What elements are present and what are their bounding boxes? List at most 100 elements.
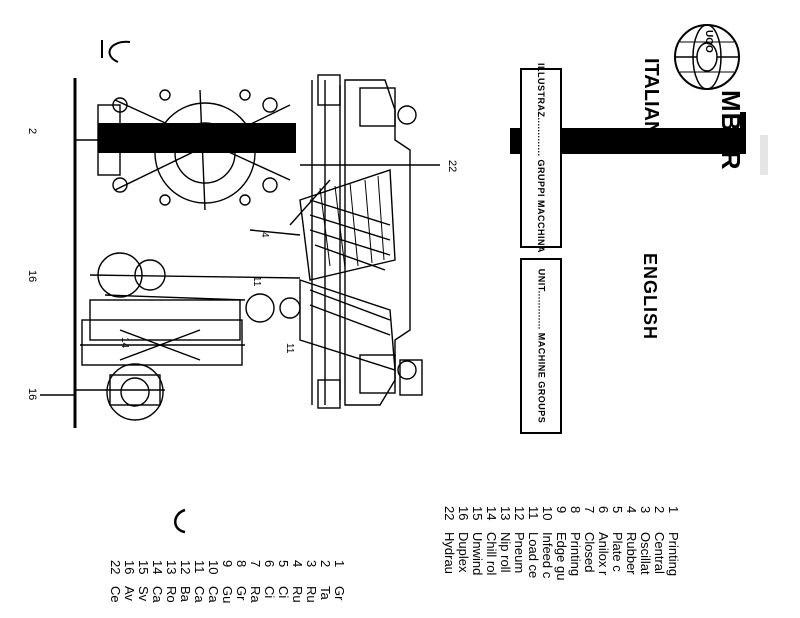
legend-english-label: Unwind	[470, 532, 485, 576]
legend-english-label: Printing	[568, 532, 583, 577]
legend-english-number: 14	[484, 506, 499, 521]
callout-16b: 16	[26, 388, 38, 401]
edge-smudge	[760, 135, 768, 175]
legend-english-item: 3Oscillat	[638, 506, 653, 580]
legend-italian-item: 5Ci	[276, 560, 291, 603]
legend-english-item: 1Printing	[666, 506, 681, 580]
legend-english-label: Oscillat	[638, 532, 653, 575]
legend-english-number: 5	[610, 506, 625, 514]
legend-italian-item: 2Ta	[318, 560, 333, 603]
legend-italian-label: Ci	[276, 586, 291, 599]
legend-english-label: Duplex	[456, 532, 471, 573]
legend-english-item: 5Plate c	[610, 506, 625, 580]
legend-italian-number: 11	[192, 560, 207, 574]
legend-italian-item: 8Gr	[234, 560, 249, 603]
legend-italian-label: Ru	[290, 586, 305, 603]
legend-english-label: Load ce	[526, 532, 541, 579]
legend-italian-label: Ci	[262, 586, 277, 599]
legend-italian-label: Ca	[192, 586, 207, 603]
legend-italian-item: 1Gr	[332, 560, 347, 603]
legend-english-number: 3	[638, 506, 653, 514]
legend-italian-item: 10Ca	[206, 560, 221, 603]
legend-italian-item: 9Gu	[220, 560, 235, 604]
legend-italian-item: 13Ro	[164, 560, 179, 603]
legend-english-number: 13	[498, 506, 513, 521]
callout-11: 11	[251, 276, 262, 287]
legend-italian-number: 1	[332, 560, 347, 568]
legend-italian-label: Ru	[304, 586, 319, 603]
legend-italian-item: 14Ca	[150, 560, 165, 603]
callout-14: 14	[119, 337, 130, 349]
legend-italian-number: 13	[164, 560, 179, 575]
legend-english-label: Hydrau	[442, 532, 457, 574]
legend-english-item: 15Unwind	[470, 506, 485, 580]
english-section-title: UNIT............. MACHINE GROUPS	[536, 268, 547, 424]
legend-italian-number: 6	[262, 560, 277, 568]
legend-italian-label: Ce	[108, 586, 123, 603]
legend-italian-item: 4Ru	[290, 560, 305, 603]
callout-2: 2	[26, 128, 38, 135]
italian-section-title: ILLUSTRAZ............. GRUPPI MACCHINA	[536, 63, 546, 253]
legend-italian-number: 4	[290, 560, 305, 568]
legend-english-label: Chill rol	[484, 532, 499, 576]
legend-italian-label: Ca	[206, 586, 221, 603]
legend-english-label: Pneum	[512, 532, 527, 574]
legend-english-label: Central	[652, 532, 667, 574]
logo-text: UOO	[703, 30, 714, 53]
legend-english-number: 8	[568, 506, 583, 514]
legend-italian-label: Ba	[178, 586, 193, 602]
legend-english-item: 12Pneum	[512, 506, 527, 580]
legend-english-item: 6Anilox r	[596, 506, 611, 580]
legend-italian-number: 7	[248, 560, 263, 568]
legend-english-item: 7Closed	[582, 506, 597, 580]
legend-english-label: Closed	[582, 532, 597, 573]
legend-italian-item: 11Ca	[192, 560, 207, 603]
english-section-band: UNIT............. MACHINE GROUPS	[520, 258, 562, 434]
legend-italian-number: 22	[108, 560, 123, 575]
callout-22: 22	[446, 160, 458, 173]
legend-english-number: 10	[540, 506, 555, 521]
legend-english-number: 9	[554, 506, 569, 514]
legend-english-item: 10Infeed c	[540, 506, 555, 580]
legend-english-item: 11Load ce	[526, 506, 541, 580]
callout-4: 4	[259, 232, 270, 238]
legend-italian-number: 16	[122, 560, 137, 575]
legend-italian-label: Ca	[150, 586, 165, 603]
legend-italian-item: 22Ce	[108, 560, 123, 603]
legend-english-number: 4	[624, 506, 639, 514]
edge-mark	[740, 112, 746, 132]
legend-english-item: 16Duplex	[456, 506, 471, 580]
legend-english-number: 11	[526, 506, 541, 520]
legend-italian-label: Gu	[220, 586, 235, 604]
callout-16: 16	[26, 270, 38, 283]
legend-italian-label: Sv	[136, 586, 151, 602]
legend-english-label: Anilox r	[596, 532, 611, 576]
legend-italian-item: 15Sv	[136, 560, 151, 603]
legend-english-number: 1	[666, 506, 681, 514]
legend-italian-label: Ro	[164, 586, 179, 603]
legend-italian-number: 15	[136, 560, 151, 575]
legend-italian-number: 5	[276, 560, 291, 568]
legend-english-item: 22Hydrau	[442, 506, 457, 580]
legend-english-number: 22	[442, 506, 457, 521]
legend-english-item: 4Rubber	[624, 506, 639, 580]
legend-italian-number: 9	[220, 560, 235, 568]
legend-italian-number: 14	[150, 560, 165, 575]
legend-english-number: 15	[470, 506, 485, 521]
legend-english-label: Plate c	[610, 532, 625, 572]
legend-english-item: 2Central	[652, 506, 667, 580]
legend-english-item: 13Nip roll	[498, 506, 513, 580]
legend-italian-label: Ra	[248, 586, 263, 603]
legend-italian-number: 2	[318, 560, 333, 568]
legend-english-label: Edge gu	[554, 532, 569, 581]
italiano-label: ITALIANO	[640, 58, 662, 151]
callout-11b: 11	[284, 343, 295, 354]
legend-english-number: 12	[512, 506, 527, 521]
legend-italian-label: Gr	[234, 586, 249, 601]
legend-english-number: 2	[652, 506, 667, 514]
legend-english-label: Printing	[666, 532, 681, 577]
legend-italian-item: 6Ci	[262, 560, 277, 603]
